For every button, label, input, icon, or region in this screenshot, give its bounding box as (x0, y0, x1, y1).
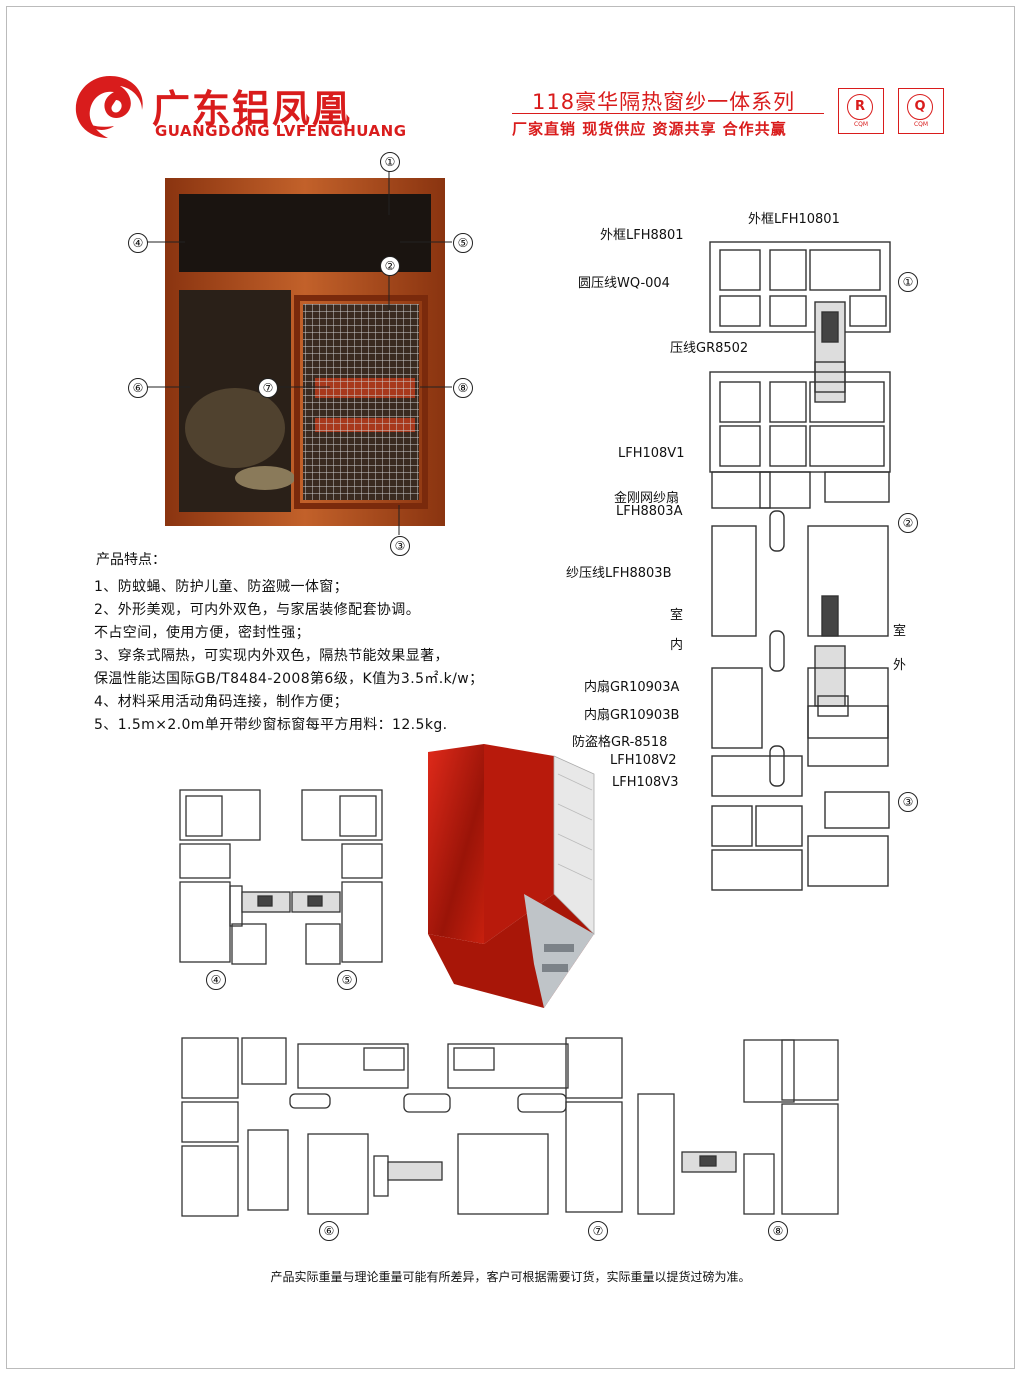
marker-1: ① (380, 152, 400, 172)
section-marker-4: ④ (206, 970, 226, 990)
marker-2: ② (380, 256, 400, 276)
section-marker-8: ⑧ (768, 1221, 788, 1241)
label-inner-sash-b: 内扇GR10903B (584, 708, 680, 723)
label-inner-sash-a: 内扇GR10903A (584, 680, 680, 695)
label-outdoor-2: 外 (893, 658, 907, 673)
marker-3: ③ (390, 536, 410, 556)
marker-leader-lines (147, 171, 452, 535)
cert-badge-r: R CQM (838, 88, 884, 134)
cross-section-4-5-drawing (179, 789, 383, 965)
label-outer-frame-8801: 外框LFH8801 (600, 228, 684, 243)
cert-badge-q: Q CQM (898, 88, 944, 134)
label-screen-sash-code: LFH8803A (616, 504, 683, 519)
window-illustration (165, 178, 445, 526)
section-marker-1: ① (898, 272, 918, 292)
vertical-cross-section-drawing (709, 241, 891, 891)
slogan: 厂家直销 现货供应 资源共享 合作共赢 (512, 120, 787, 138)
section-marker-5: ⑤ (337, 970, 357, 990)
marker-6: ⑥ (128, 378, 148, 398)
label-outdoor-1: 室 (893, 624, 907, 639)
page-border (6, 6, 1015, 1369)
corner-profile-rendering (428, 744, 595, 1008)
label-bead-gr8502: 压线GR8502 (670, 341, 749, 356)
feature-line-7: 5、1.5m×2.0m单开带纱窗标窗每平方用料：12.5kg. (94, 717, 448, 733)
label-outer-frame-10801: 外框LFH10801 (748, 212, 840, 227)
feature-line-3: 不占空间，使用方便，密封性强； (94, 625, 310, 641)
series-title: 118豪华隔热窗纱一体系列 (532, 90, 796, 114)
feature-line-5: 保温性能达国际GB/T8484-2008第6级，K值为3.5㎡.k/w； (94, 671, 484, 687)
label-indoor-1: 室 (670, 608, 684, 623)
label-lfh108v1: LFH108V1 (618, 446, 685, 461)
marker-4: ④ (128, 233, 148, 253)
section-marker-7: ⑦ (588, 1221, 608, 1241)
marker-5: ⑤ (453, 233, 473, 253)
section-marker-6: ⑥ (319, 1221, 339, 1241)
header-divider (512, 113, 824, 114)
marker-7: ⑦ (258, 378, 278, 398)
brand-name-en: GUANGDONG LVFENGHUANG (155, 122, 407, 140)
label-lfh108v3: LFH108V3 (612, 775, 679, 790)
section-marker-2: ② (898, 513, 918, 533)
footer-note: 产品实际重量与理论重量可能有所差异，客户可根据需要订货，实际重量以提货过磅为准。 (270, 1270, 751, 1284)
feature-line-2: 2、外形美观，可内外双色，与家居装修配套协调。 (94, 602, 421, 618)
label-anti-theft: 防盗格GR-8518 (572, 735, 668, 750)
marker-8: ⑧ (453, 378, 473, 398)
label-screen-sash: 金刚网纱扇 (614, 491, 680, 506)
features-title: 产品特点： (96, 552, 166, 568)
feature-line-4: 3、穿条式隔热，可实现内外双色，隔热节能效果显著， (94, 648, 449, 664)
feature-line-6: 4、材料采用活动角码连接，制作方便； (94, 694, 349, 710)
label-indoor-2: 内 (670, 638, 684, 653)
label-lfh108v2: LFH108V2 (610, 753, 677, 768)
phoenix-logo-icon (75, 76, 143, 138)
feature-line-1: 1、防蚊蝇、防护儿童、防盗贼一体窗； (94, 579, 349, 595)
section-marker-3: ③ (898, 792, 918, 812)
label-bead-wq004: 圆压线WQ-004 (578, 276, 670, 291)
cross-section-6-7-8-drawing (181, 1037, 839, 1217)
label-screen-bead: 纱压线LFH8803B (566, 566, 672, 581)
brand-name-cn: 广东铝凤凰 (152, 87, 353, 131)
